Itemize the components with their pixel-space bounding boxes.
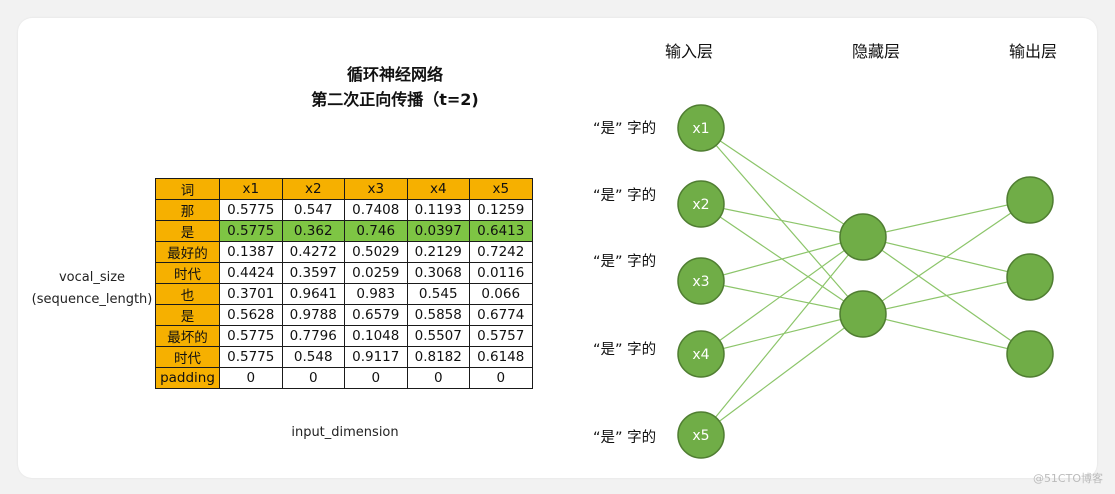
table-cell: 0 [406, 367, 470, 389]
row-word-cell: padding [155, 367, 220, 389]
table-cell: 0.362 [281, 220, 345, 242]
table-cell: 0.5775 [219, 346, 283, 368]
table-cell: 0.6579 [344, 304, 408, 326]
header-x5: x5 [469, 178, 533, 200]
input-layer-title: 输入层 [664, 42, 713, 61]
table-cell: 0.1387 [219, 241, 283, 263]
output-layer-title: 输出层 [1008, 42, 1057, 61]
header-x1: x1 [219, 178, 283, 200]
table-cell: 0.5628 [219, 304, 283, 326]
table-cell: 0.5757 [469, 325, 533, 347]
table-cell: 0.548 [281, 346, 345, 368]
table-cell: 0.547 [281, 199, 345, 221]
table-cell: 0.1048 [344, 325, 408, 347]
input-label-5: “是” 字的 [593, 430, 657, 446]
table-cell: 0.2129 [406, 241, 470, 263]
table-cell: 0.5775 [219, 220, 283, 242]
table-cell: 0.9788 [281, 304, 345, 326]
watermark: @51CTO博客 [1032, 472, 1103, 485]
table-cell: 0.6413 [469, 220, 533, 242]
table-cell: 0.066 [469, 283, 533, 305]
table-cell: 0.4424 [219, 262, 283, 284]
row-word-cell: 是 [155, 220, 220, 242]
table-cell: 0.5029 [344, 241, 408, 263]
diagram-title: 循环神经网络 [346, 65, 443, 84]
row-word-cell: 最好的 [155, 241, 220, 263]
table-cell: 0 [219, 367, 283, 389]
table-cell: 0.3597 [281, 262, 345, 284]
header-word: 词 [155, 178, 220, 200]
table-cell: 0.9641 [281, 283, 345, 305]
table-cell: 0 [344, 367, 408, 389]
row-word-cell: 是 [155, 304, 220, 326]
table-cell: 0.9117 [344, 346, 408, 368]
table-cell: 0.7408 [344, 199, 408, 221]
row-word-cell: 也 [155, 283, 220, 305]
table-cell: 0.0116 [469, 262, 533, 284]
table-cell: 0.5775 [219, 325, 283, 347]
header-x3: x3 [344, 178, 408, 200]
table-cell: 0.545 [406, 283, 470, 305]
table-header-row: 词 x1 x2 x3 x4 x5 [155, 178, 533, 200]
row-word-cell: 时代 [155, 346, 220, 368]
input-label-1: “是” 字的 [593, 121, 657, 137]
table-cell: 0.4272 [281, 241, 345, 263]
table-cell: 0.7796 [281, 325, 345, 347]
vocal-size-label: vocal_size [58, 270, 126, 285]
hidden-layer-title: 隐藏层 [851, 42, 900, 61]
table-cell: 0.6774 [469, 304, 533, 326]
table-cell: 0.983 [344, 283, 408, 305]
sequence-length-label: (sequence_length) [31, 292, 153, 307]
table-cell: 0 [469, 367, 533, 389]
table-cell: 0.1193 [406, 199, 470, 221]
table-cell: 0.8182 [406, 346, 470, 368]
table-cell: 0.3068 [406, 262, 470, 284]
input-label-2: “是” 字的 [593, 188, 657, 204]
row-word-cell: 那 [155, 199, 220, 221]
table-cell: 0.7242 [469, 241, 533, 263]
header-x2: x2 [281, 178, 345, 200]
table-cell: 0.5507 [406, 325, 470, 347]
row-word-cell: 最坏的 [155, 325, 220, 347]
table-cell: 0.6148 [469, 346, 533, 368]
header-x4: x4 [406, 178, 470, 200]
table-cell: 0.1259 [469, 199, 533, 221]
table-cell: 0 [281, 367, 345, 389]
input-label-4: “是” 字的 [593, 342, 657, 358]
table-cell: 0.3701 [219, 283, 283, 305]
table-cell: 0.746 [344, 220, 408, 242]
input-label-3: “是” 字的 [593, 254, 657, 270]
table-cell: 0.5775 [219, 199, 283, 221]
table-cell: 0.0259 [344, 262, 408, 284]
input-dimension-label: input_dimension [291, 425, 399, 440]
diagram-subtitle: 第二次正向传播（t=2) [311, 90, 479, 109]
row-word-cell: 时代 [155, 262, 220, 284]
table-cell: 0.0397 [406, 220, 470, 242]
table-cell: 0.5858 [406, 304, 470, 326]
